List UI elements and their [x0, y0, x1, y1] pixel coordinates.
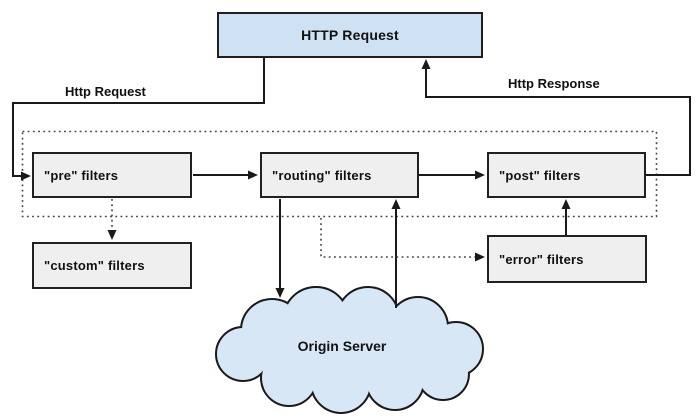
node-error-filters-label: "error" filters: [499, 251, 584, 267]
edge-routing-to-post-arrowhead: [475, 170, 485, 180]
node-post-filters: "post" filters: [487, 152, 646, 198]
edge-request-arrowhead: [21, 171, 31, 181]
edge-error-to-post-arrowhead: [561, 199, 571, 209]
origin-server-label: Origin Server: [297, 338, 387, 354]
node-pre-filters-label: "pre" filters: [44, 167, 119, 183]
node-post-filters-label: "post" filters: [499, 167, 581, 183]
edge-to-error-arrowhead: [475, 252, 485, 262]
origin-server-cloud: [215, 286, 484, 414]
edge-label-http-response: Http Response: [508, 76, 600, 91]
node-custom-filters-label: "custom" filters: [44, 258, 145, 273]
edge-response-path: [425, 68, 691, 176]
edge-pre-to-routing-arrowhead: [248, 170, 258, 180]
node-pre-filters: "pre" filters: [32, 152, 192, 198]
node-custom-filters: "custom" filters: [32, 242, 192, 289]
edge-routing-to-origin-arrowhead: [275, 288, 285, 298]
edge-pre-to-custom-arrowhead: [107, 230, 117, 240]
node-http-request-label: HTTP Request: [301, 27, 399, 43]
edge-response-arrowhead: [421, 59, 431, 69]
edge-request-path: [12, 58, 265, 177]
edge-to-error-dotted: [320, 218, 476, 258]
node-error-filters: "error" filters: [487, 235, 647, 283]
node-http-request: HTTP Request: [217, 12, 483, 58]
node-routing-filters: "routing" filters: [260, 152, 419, 198]
node-routing-filters-label: "routing" filters: [272, 167, 372, 183]
edge-label-http-request: Http Request: [65, 84, 146, 99]
edge-origin-to-routing-arrowhead: [391, 199, 401, 209]
